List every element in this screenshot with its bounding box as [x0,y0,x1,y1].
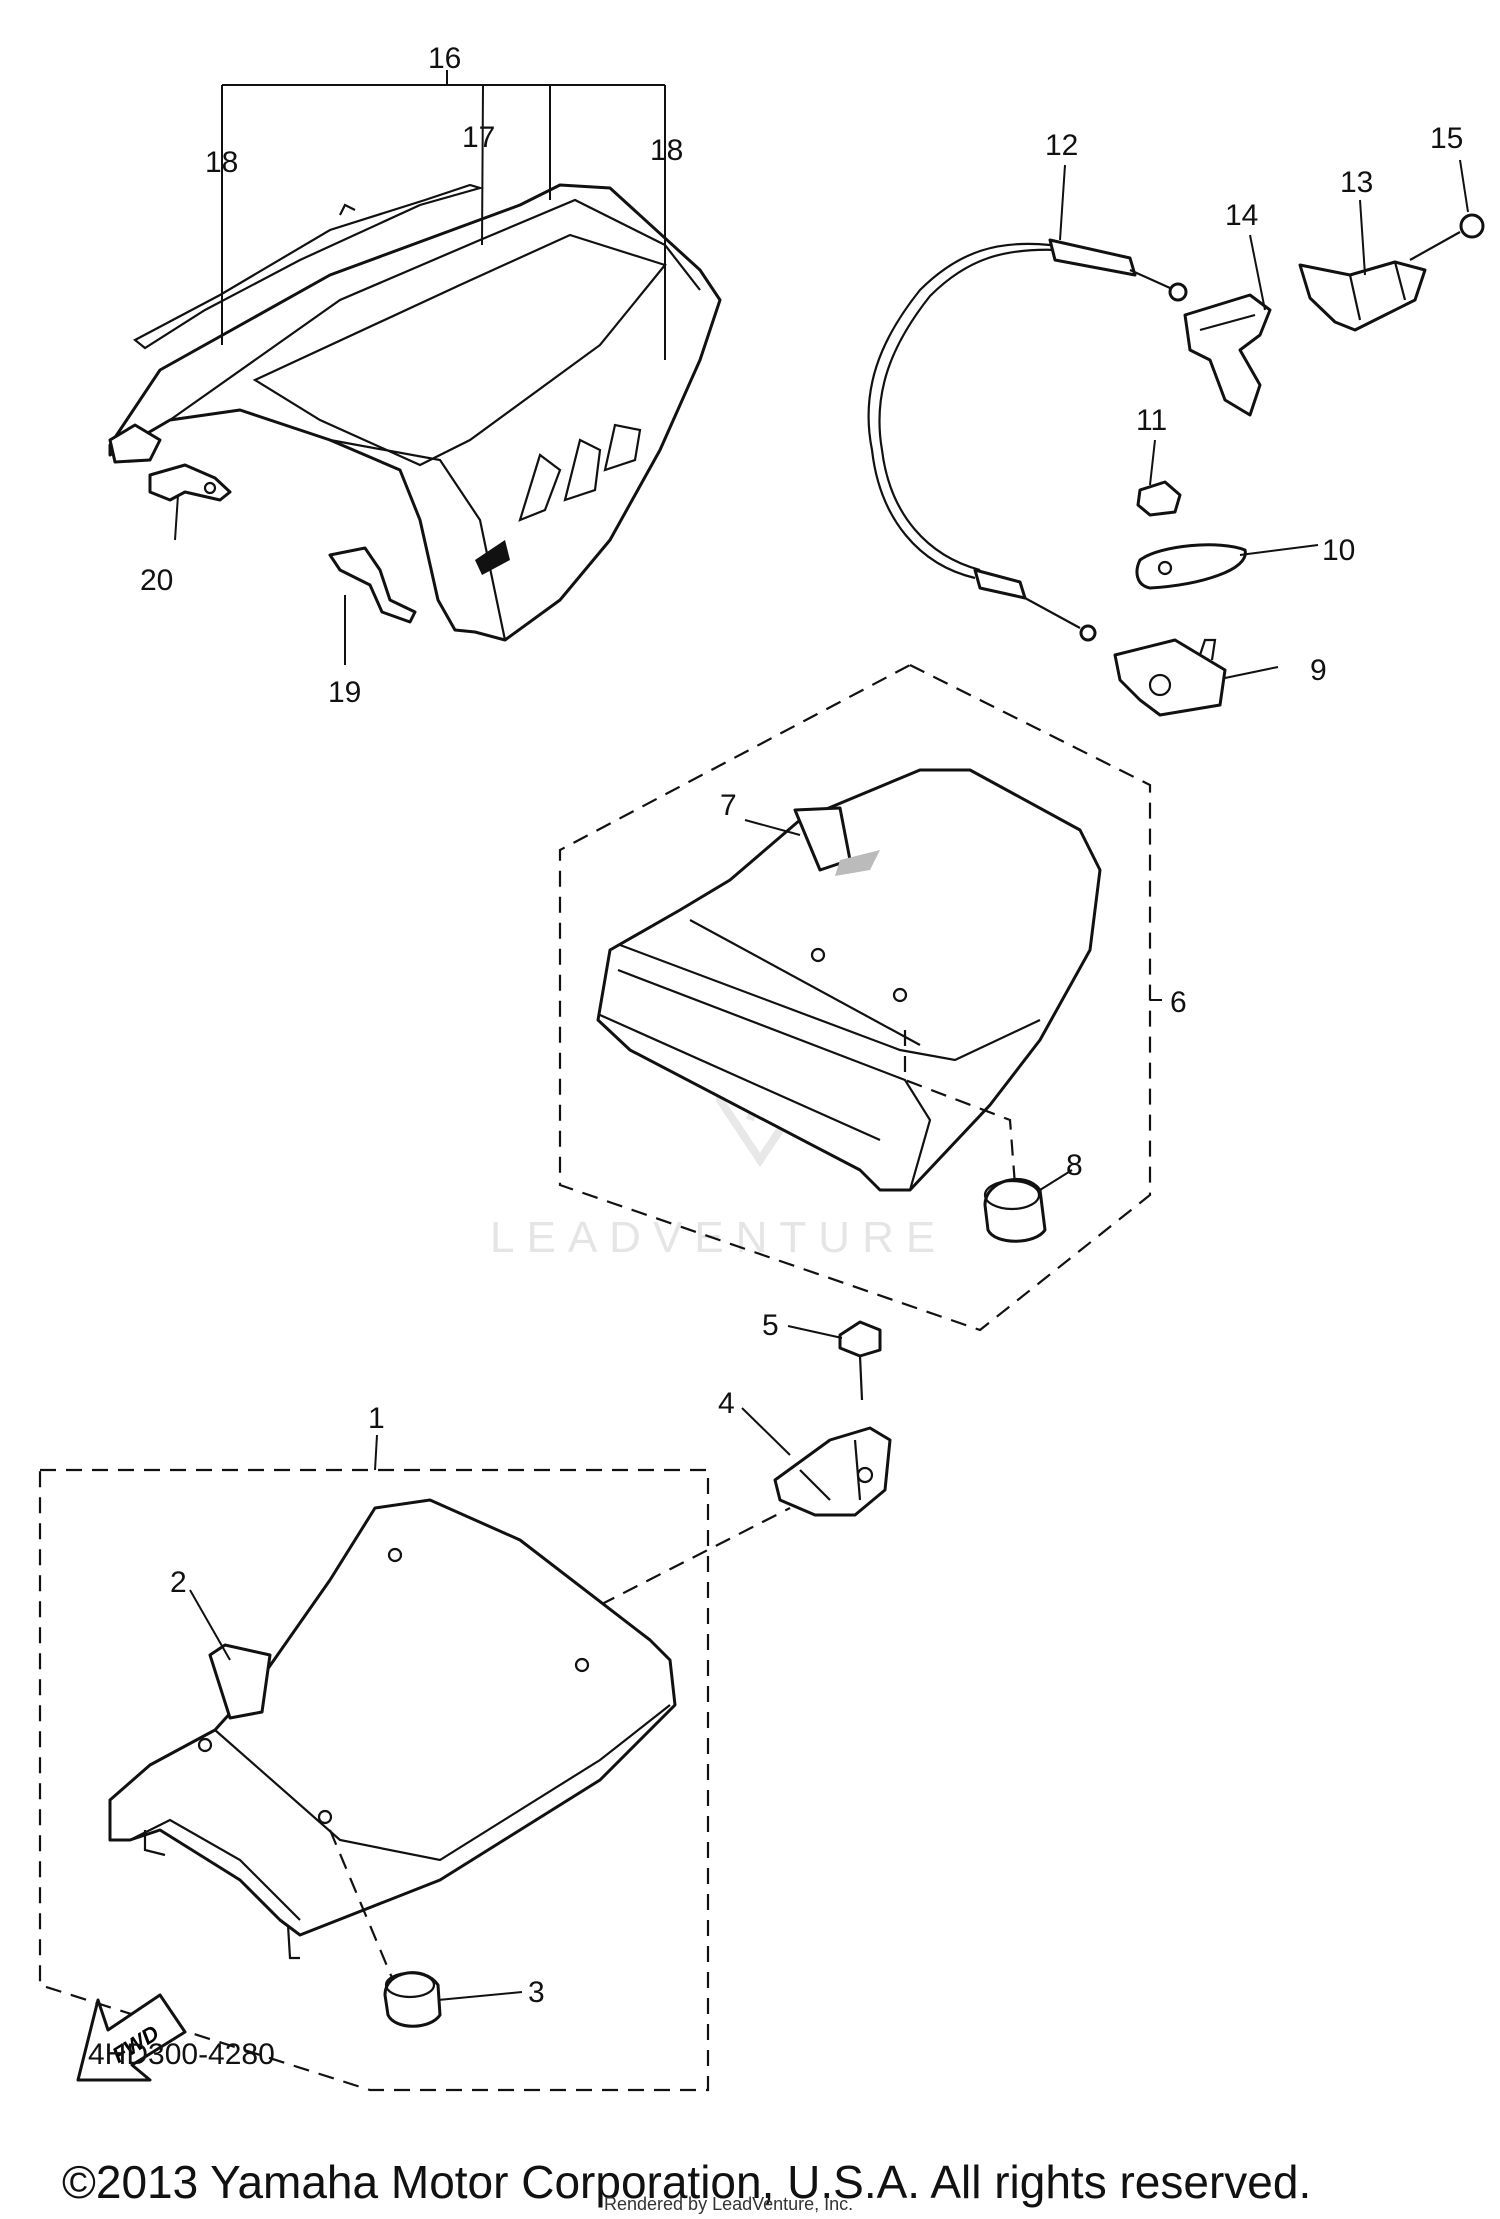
plate-10[interactable] [1135,543,1247,590]
callout-18-left: 18 [205,146,238,179]
seat-lock-13[interactable] [1298,260,1427,332]
callout-8: 8 [1066,1149,1083,1182]
group-box-6 [558,663,1152,1332]
front-seat[interactable] [108,1498,677,1960]
callout-1: 1 [368,1402,385,1435]
lock-bracket-14[interactable] [1183,293,1272,417]
front-seat-hinge-line [599,1507,791,1606]
callout-14: 14 [1225,199,1258,232]
fwd-arrow-icon: FWD [76,1993,187,2082]
seat-cowl-assembly[interactable] [108,183,722,642]
bracket-19[interactable] [328,546,417,624]
seat-strap-7[interactable] [793,806,880,876]
front-seat-damper-line [328,1829,397,1986]
rear-seat-damper-line [903,1030,1017,1186]
bolt-5[interactable] [838,1320,882,1401]
diagram-code: 4HD300-4280 [88,2038,275,2071]
damper-3[interactable] [383,1971,442,2028]
callout-3: 3 [528,1976,545,2009]
callout-2: 2 [170,1566,187,1599]
seat-strap-2[interactable] [208,1643,272,1720]
group-box-1 [38,1468,710,2092]
rendered-by-note: Rendered by LeadVenture, Inc. [604,2194,854,2214]
callout-20: 20 [140,564,173,597]
callout-4: 4 [718,1387,735,1420]
callout-7: 7 [720,789,737,822]
callout-13: 13 [1340,166,1373,199]
leader-lines [174,70,1469,2001]
callout-12: 12 [1045,129,1078,162]
callout-18-right: 18 [650,134,683,167]
seat-cowl-stripe[interactable] [133,183,484,350]
callout-15: 15 [1430,122,1463,155]
callout-16: 16 [428,42,461,75]
seat-lock-cable[interactable] [867,238,1188,642]
callout-6: 6 [1170,986,1187,1019]
callout-17: 17 [462,121,495,154]
damper-8[interactable] [983,1177,1047,1243]
copyright-notice: ©2013 Yamaha Motor Corporation, U.S.A. A… [62,2156,1312,2208]
hinge-bracket-4[interactable] [773,1426,892,1517]
callout-5: 5 [762,1309,779,1342]
rear-seat[interactable] [596,768,1102,1192]
callout-19: 19 [328,676,361,709]
callout-labels: 16 17 18 18 20 19 12 14 13 15 11 10 9 7 … [140,42,1463,2009]
screw-15[interactable] [1409,213,1485,261]
callout-10: 10 [1322,534,1355,567]
callout-11: 11 [1136,404,1167,437]
seat-hook-9[interactable] [1113,638,1227,717]
watermark-text: LEADVENTURE [490,1213,947,1262]
callout-9: 9 [1310,654,1327,687]
nut-11[interactable] [1136,480,1182,517]
bracket-20[interactable] [148,463,232,502]
